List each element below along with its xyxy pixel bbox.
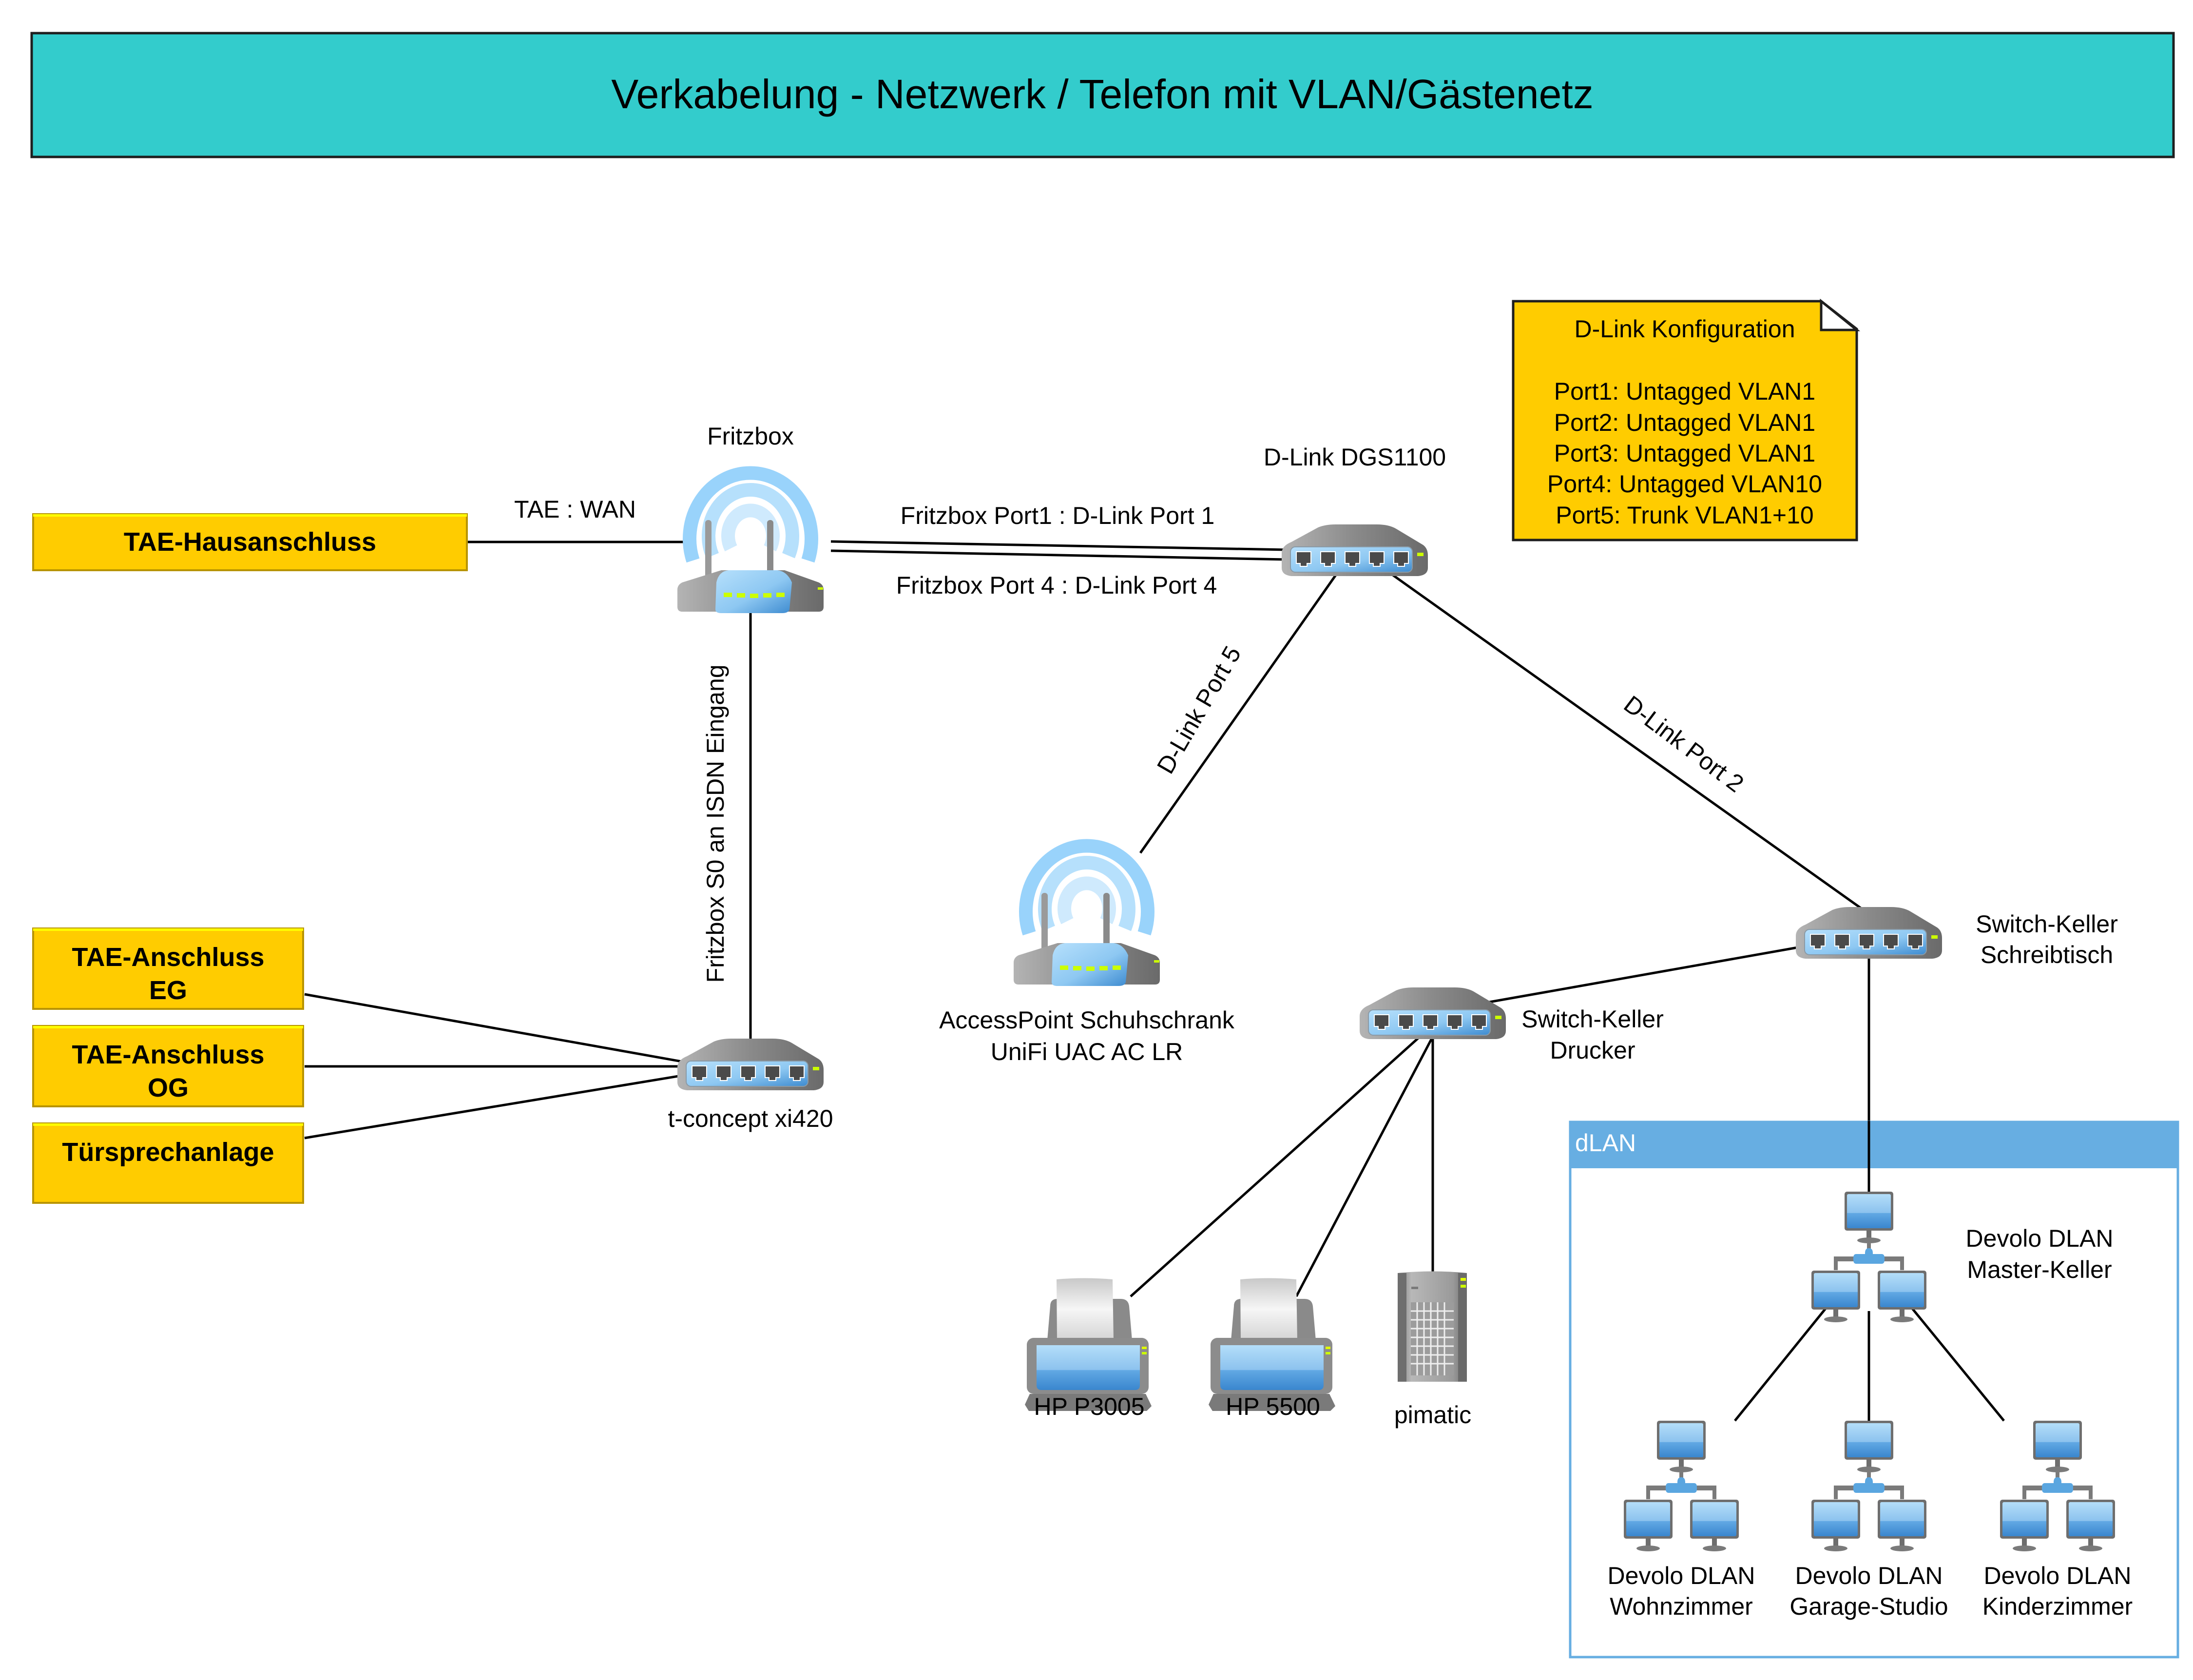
device-devolo-master[interactable]: Devolo DLAN Master-Keller — [1811, 1192, 2113, 1322]
devolo-master-label-line2: Master-Keller — [1967, 1256, 2112, 1283]
link-fritz-port1 — [830, 540, 1287, 551]
note-title: D-Link Konfiguration — [1574, 315, 1795, 343]
device-fritzbox[interactable]: Fritzbox — [677, 423, 824, 613]
note-line-2: Port2: Untagged VLAN1 — [1554, 409, 1815, 436]
switch-icon — [1359, 987, 1506, 1040]
cable-links — [304, 540, 2005, 1422]
router-icon — [1014, 846, 1160, 986]
sw-schreib-label-line2: Schreibtisch — [1981, 941, 2113, 968]
note-line-4: Port4: Untagged VLAN10 — [1547, 470, 1822, 498]
switch-icon — [677, 1038, 824, 1091]
link-fritz-port4 — [830, 549, 1287, 561]
link-drucker-p3005 — [1130, 1034, 1423, 1297]
printer2-label: HP 5500 — [1226, 1393, 1320, 1420]
label-dlink-port5: D-Link Port 5 — [1152, 641, 1246, 778]
link-drucker-5500 — [1295, 1034, 1435, 1297]
box-tae-anschluss-og[interactable]: TAE-Anschluss OG — [32, 1025, 304, 1107]
dlink-label: D-Link DGS1100 — [1264, 444, 1446, 471]
router-icon — [677, 473, 824, 613]
sw-schreib-label-line1: Switch-Keller — [1976, 910, 2118, 938]
device-tconcept[interactable]: t-concept xi420 — [668, 1038, 833, 1132]
page-title: Verkabelung - Netzwerk / Telefon mit VLA… — [611, 71, 1593, 117]
dlink-config-note: D-Link Konfiguration Port1: Untagged VLA… — [1512, 298, 1861, 541]
box-tae-eg-line2: EG — [149, 976, 187, 1005]
link-tae-eg — [304, 993, 688, 1064]
device-server-pimatic[interactable]: pimatic — [1394, 1271, 1471, 1429]
switch-icon — [1795, 907, 1943, 959]
device-printer-hp-p3005[interactable]: HP P3005 — [1025, 1278, 1152, 1421]
link-dlink-port5 — [1139, 564, 1344, 854]
device-devolo-kinderzimmer[interactable]: Devolo DLAN Kinderzimmer — [1982, 1421, 2133, 1620]
link-schreib-drucker — [1483, 945, 1804, 1004]
devolo-node-label-line2: Wohnzimmer — [1610, 1593, 1753, 1620]
devolo-network-icon — [2000, 1421, 2115, 1551]
devolo-network-icon — [1624, 1421, 1739, 1551]
label-tae-wan: TAE : WAN — [514, 496, 636, 523]
ap-label-line2: UniFi UAC AC LR — [991, 1038, 1183, 1065]
devolo-node-label-line1: Devolo DLAN — [1984, 1562, 2132, 1589]
box-tuersprechanlage[interactable]: Türsprechanlage — [32, 1122, 304, 1204]
label-port4: Fritzbox Port 4 : D-Link Port 4 — [896, 572, 1217, 599]
server-label: pimatic — [1394, 1401, 1471, 1429]
dlan-title: dLAN — [1575, 1129, 1636, 1157]
note-line-1: Port1: Untagged VLAN1 — [1554, 378, 1815, 405]
devolo-node-label-line1: Devolo DLAN — [1795, 1562, 1943, 1589]
sw-drucker-label-line1: Switch-Keller — [1521, 1005, 1664, 1033]
link-dlink-port2 — [1378, 564, 1870, 915]
devolo-network-icon — [1811, 1421, 1926, 1551]
dlan-container: dLAN — [1569, 1120, 2179, 1659]
device-switch-keller-schreibtisch[interactable]: Switch-Keller Schreibtisch — [1795, 907, 2118, 968]
printer-icon — [1025, 1278, 1152, 1411]
note-line-3: Port3: Untagged VLAN1 — [1554, 440, 1815, 467]
box-tuer-label: Türsprechanlage — [62, 1138, 274, 1167]
devolo-node-label-line2: Kinderzimmer — [1982, 1593, 2133, 1620]
devolo-network-icon — [1811, 1192, 1926, 1322]
tconcept-label: t-concept xi420 — [668, 1105, 833, 1132]
sw-drucker-label-line2: Drucker — [1550, 1037, 1635, 1064]
box-tae-hausanschluss[interactable]: TAE-Hausanschluss — [32, 513, 468, 571]
device-devolo-wohnzimmer[interactable]: Devolo DLAN Wohnzimmer — [1608, 1421, 1755, 1620]
box-tae-eg-line1: TAE-Anschluss — [72, 943, 264, 972]
server-icon — [1398, 1271, 1467, 1382]
box-tae-og-line1: TAE-Anschluss — [72, 1040, 264, 1069]
devolo-master-label-line1: Devolo DLAN — [1966, 1225, 2114, 1252]
link-dlan-wohn — [1734, 1305, 1828, 1422]
devolo-node-label-line2: Garage-Studio — [1789, 1593, 1948, 1620]
label-port1: Fritzbox Port1 : D-Link Port 1 — [901, 502, 1215, 529]
ap-label-line1: AccessPoint Schuhschrank — [939, 1006, 1235, 1034]
title-banner: Verkabelung - Netzwerk / Telefon mit VLA… — [30, 32, 2175, 158]
device-switch-keller-drucker[interactable]: Switch-Keller Drucker — [1359, 987, 1664, 1064]
box-tae-anschluss-eg[interactable]: TAE-Anschluss EG — [32, 927, 304, 1010]
label-s0: Fritzbox S0 an ISDN Eingang — [702, 664, 729, 983]
box-tae-og-line2: OG — [148, 1073, 189, 1102]
device-devolo-garage-studio[interactable]: Devolo DLAN Garage-Studio — [1789, 1421, 1948, 1620]
box-tae-hausanschluss-label: TAE-Hausanschluss — [124, 527, 376, 557]
fritzbox-label: Fritzbox — [707, 423, 794, 450]
device-dlink-switch[interactable]: D-Link DGS1100 — [1264, 444, 1446, 577]
printer-icon — [1209, 1278, 1335, 1411]
note-line-5: Port5: Trunk VLAN1+10 — [1556, 502, 1813, 529]
device-printer-hp-5500[interactable]: HP 5500 — [1209, 1278, 1335, 1421]
link-dlan-kinder — [1909, 1305, 2005, 1422]
switch-icon — [1281, 524, 1428, 577]
device-accesspoint[interactable]: AccessPoint Schuhschrank UniFi UAC AC LR — [939, 846, 1235, 1065]
link-tuer — [304, 1073, 688, 1139]
devolo-node-label-line1: Devolo DLAN — [1608, 1562, 1755, 1589]
printer1-label: HP P3005 — [1034, 1393, 1144, 1420]
